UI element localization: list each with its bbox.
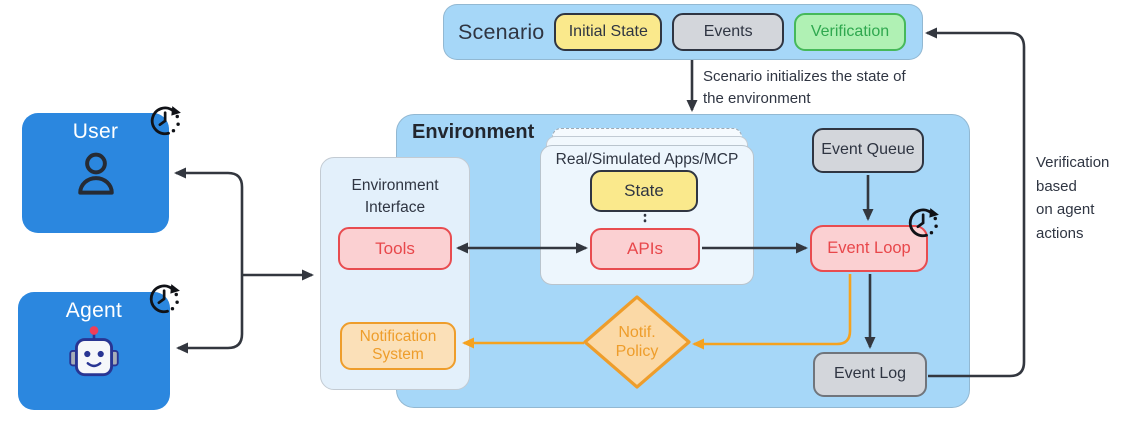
notification-system-line2: System [372, 346, 424, 363]
environment-interface-title-line1: Environment [351, 177, 439, 194]
environment-interface-title: Environment Interface [320, 175, 470, 219]
event-queue-label: Event Queue [821, 141, 915, 159]
person-icon [77, 152, 114, 195]
event-loop-node: Event Loop [810, 225, 928, 272]
environment-title: Environment [412, 121, 535, 143]
event-log-label: Event Log [833, 365, 907, 383]
apps-card-title: Real/Simulated Apps/MCP [555, 151, 739, 168]
events-node: Events [672, 13, 785, 51]
annotation-init-line2: the environment [703, 90, 811, 107]
arrow-bracket-to-user [174, 167, 244, 275]
verification-node: Verification [794, 13, 906, 51]
events-label: Events [703, 22, 753, 40]
user-box: User [22, 113, 169, 233]
annotation-verification: Verification based on agent actions [1036, 151, 1109, 245]
annotation-scenario-init: Scenario initializes the state of the en… [703, 66, 906, 110]
event-log-node: Event Log [813, 352, 927, 397]
annotation-verif-line1: Verification [1036, 154, 1110, 171]
user-label: User [72, 120, 119, 143]
scenario-panel: Scenario Initial State Events Verificati… [443, 4, 923, 60]
event-queue-node: Event Queue [812, 128, 924, 173]
annotation-verif-line4: actions [1036, 224, 1084, 242]
apis-label: APIs [627, 239, 663, 259]
notif-policy-label: Notif. Policy [592, 323, 682, 361]
verification-label: Verification [810, 22, 890, 40]
tools-label: Tools [375, 238, 415, 258]
notif-policy-line2: Policy [615, 343, 659, 360]
initial-state-node: Initial State [554, 13, 663, 51]
scenario-title: Scenario [458, 19, 545, 44]
event-loop-label: Event Loop [827, 239, 911, 258]
apis-node: APIs [590, 228, 700, 270]
state-node: State [590, 170, 698, 212]
agent-box: Agent [18, 292, 170, 410]
notif-policy-line1: Notif. [618, 324, 656, 341]
state-label: State [624, 181, 664, 201]
agent-label: Agent [65, 299, 123, 322]
notification-system-line1: Notification [359, 328, 437, 346]
notification-system-node: Notification System [340, 322, 456, 370]
clock-icon [149, 282, 182, 314]
environment-interface-title-line2: Interface [364, 199, 426, 216]
robot-icon [69, 326, 119, 377]
annotation-init-line1: Scenario initializes the state of [703, 68, 906, 85]
clock-icon [908, 206, 941, 238]
tools-node: Tools [338, 227, 452, 270]
clock-icon [150, 104, 183, 136]
notification-system-label: Notification System [360, 328, 437, 364]
annotation-verif-line2: based [1036, 177, 1077, 195]
annotation-verif-line3: on agent [1036, 201, 1095, 218]
initial-state-label: Initial State [568, 22, 648, 40]
